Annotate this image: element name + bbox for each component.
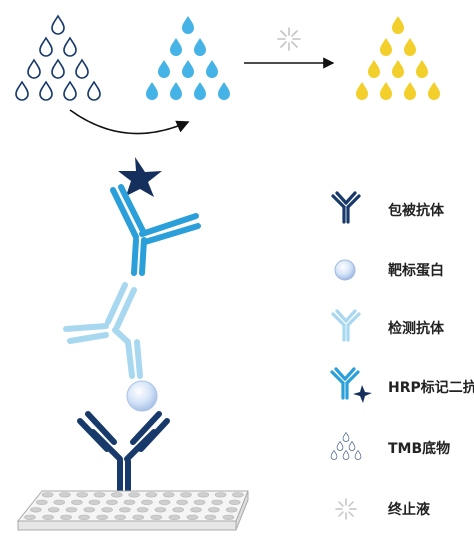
tmb-drops-yellow xyxy=(356,16,440,100)
microplate xyxy=(16,490,249,531)
plate-well xyxy=(214,492,227,498)
plate-well xyxy=(211,499,223,505)
plate-well xyxy=(141,499,153,505)
plate-well xyxy=(228,499,241,505)
plate-well xyxy=(180,492,192,498)
plate-well xyxy=(60,514,72,520)
curved-arrow xyxy=(69,109,190,135)
tmb-drops-blue xyxy=(146,16,230,100)
plate-well xyxy=(176,499,188,505)
plate-well xyxy=(162,492,175,498)
plate-well xyxy=(123,499,136,505)
plate-well xyxy=(76,492,88,498)
plate-well xyxy=(93,492,106,498)
plate-well xyxy=(119,507,131,513)
plate-well xyxy=(111,492,123,498)
plate-well xyxy=(78,514,90,520)
legend-label-tmb-substrate: TMB底物 xyxy=(388,440,450,457)
hrp-secondary-antibody xyxy=(110,184,201,276)
plate-well xyxy=(136,507,149,513)
plate-well xyxy=(150,514,163,520)
plate-well xyxy=(96,514,108,520)
plate-well xyxy=(24,514,36,520)
legend-label-stop-solution: 终止液 xyxy=(388,501,431,518)
capture-antibody-icon xyxy=(331,191,361,224)
plate-well xyxy=(106,499,118,505)
plate-well xyxy=(41,492,54,498)
plate-well xyxy=(186,514,199,520)
plate-well xyxy=(197,492,210,498)
legend-label-target-protein: 靶标蛋白 xyxy=(388,262,444,279)
plate-well xyxy=(168,514,181,520)
plate-well xyxy=(47,507,60,513)
plate-well xyxy=(204,514,217,520)
plate-well xyxy=(114,514,126,520)
plate-well xyxy=(193,499,206,505)
plate-well xyxy=(208,507,220,513)
plate-well xyxy=(59,492,71,498)
plate-well xyxy=(83,507,96,513)
plate-well xyxy=(172,507,184,513)
plate-well xyxy=(190,507,202,513)
plate-well xyxy=(232,492,244,498)
detection-antibody xyxy=(63,282,143,379)
plate-well xyxy=(225,507,238,513)
capture-antibody xyxy=(77,411,170,503)
plate-well xyxy=(88,499,101,505)
legend-label-capture-antibody: 包被抗体 xyxy=(388,202,445,219)
plate-well xyxy=(65,507,78,513)
stop-solution-burst-top xyxy=(277,27,301,51)
plate-well xyxy=(154,507,167,513)
plate-well xyxy=(128,492,140,498)
plate-well xyxy=(30,507,42,513)
plate-well xyxy=(132,514,145,520)
hrp-star-icon xyxy=(118,157,162,197)
target-protein-icon xyxy=(334,259,356,281)
plate-well xyxy=(222,514,235,520)
plate-well xyxy=(71,499,83,505)
hrp-labeled-secondary-antibody-icon xyxy=(330,367,372,403)
tmb-drops-clear xyxy=(15,15,101,101)
target-protein-sphere xyxy=(126,380,158,412)
stop-solution-icon xyxy=(335,498,357,520)
tmb-substrate-icon xyxy=(330,432,362,460)
plate-well xyxy=(35,499,48,505)
legend-label-hrp-secondary-antibody: HRP标记二抗 xyxy=(388,379,474,396)
plate-well xyxy=(145,492,158,498)
plate-well xyxy=(42,514,54,520)
plate-well xyxy=(101,507,113,513)
detection-antibody-icon xyxy=(331,309,361,342)
plate-well xyxy=(53,499,66,505)
plate-well xyxy=(158,499,171,505)
legend-label-detection-antibody: 检测抗体 xyxy=(388,320,445,337)
